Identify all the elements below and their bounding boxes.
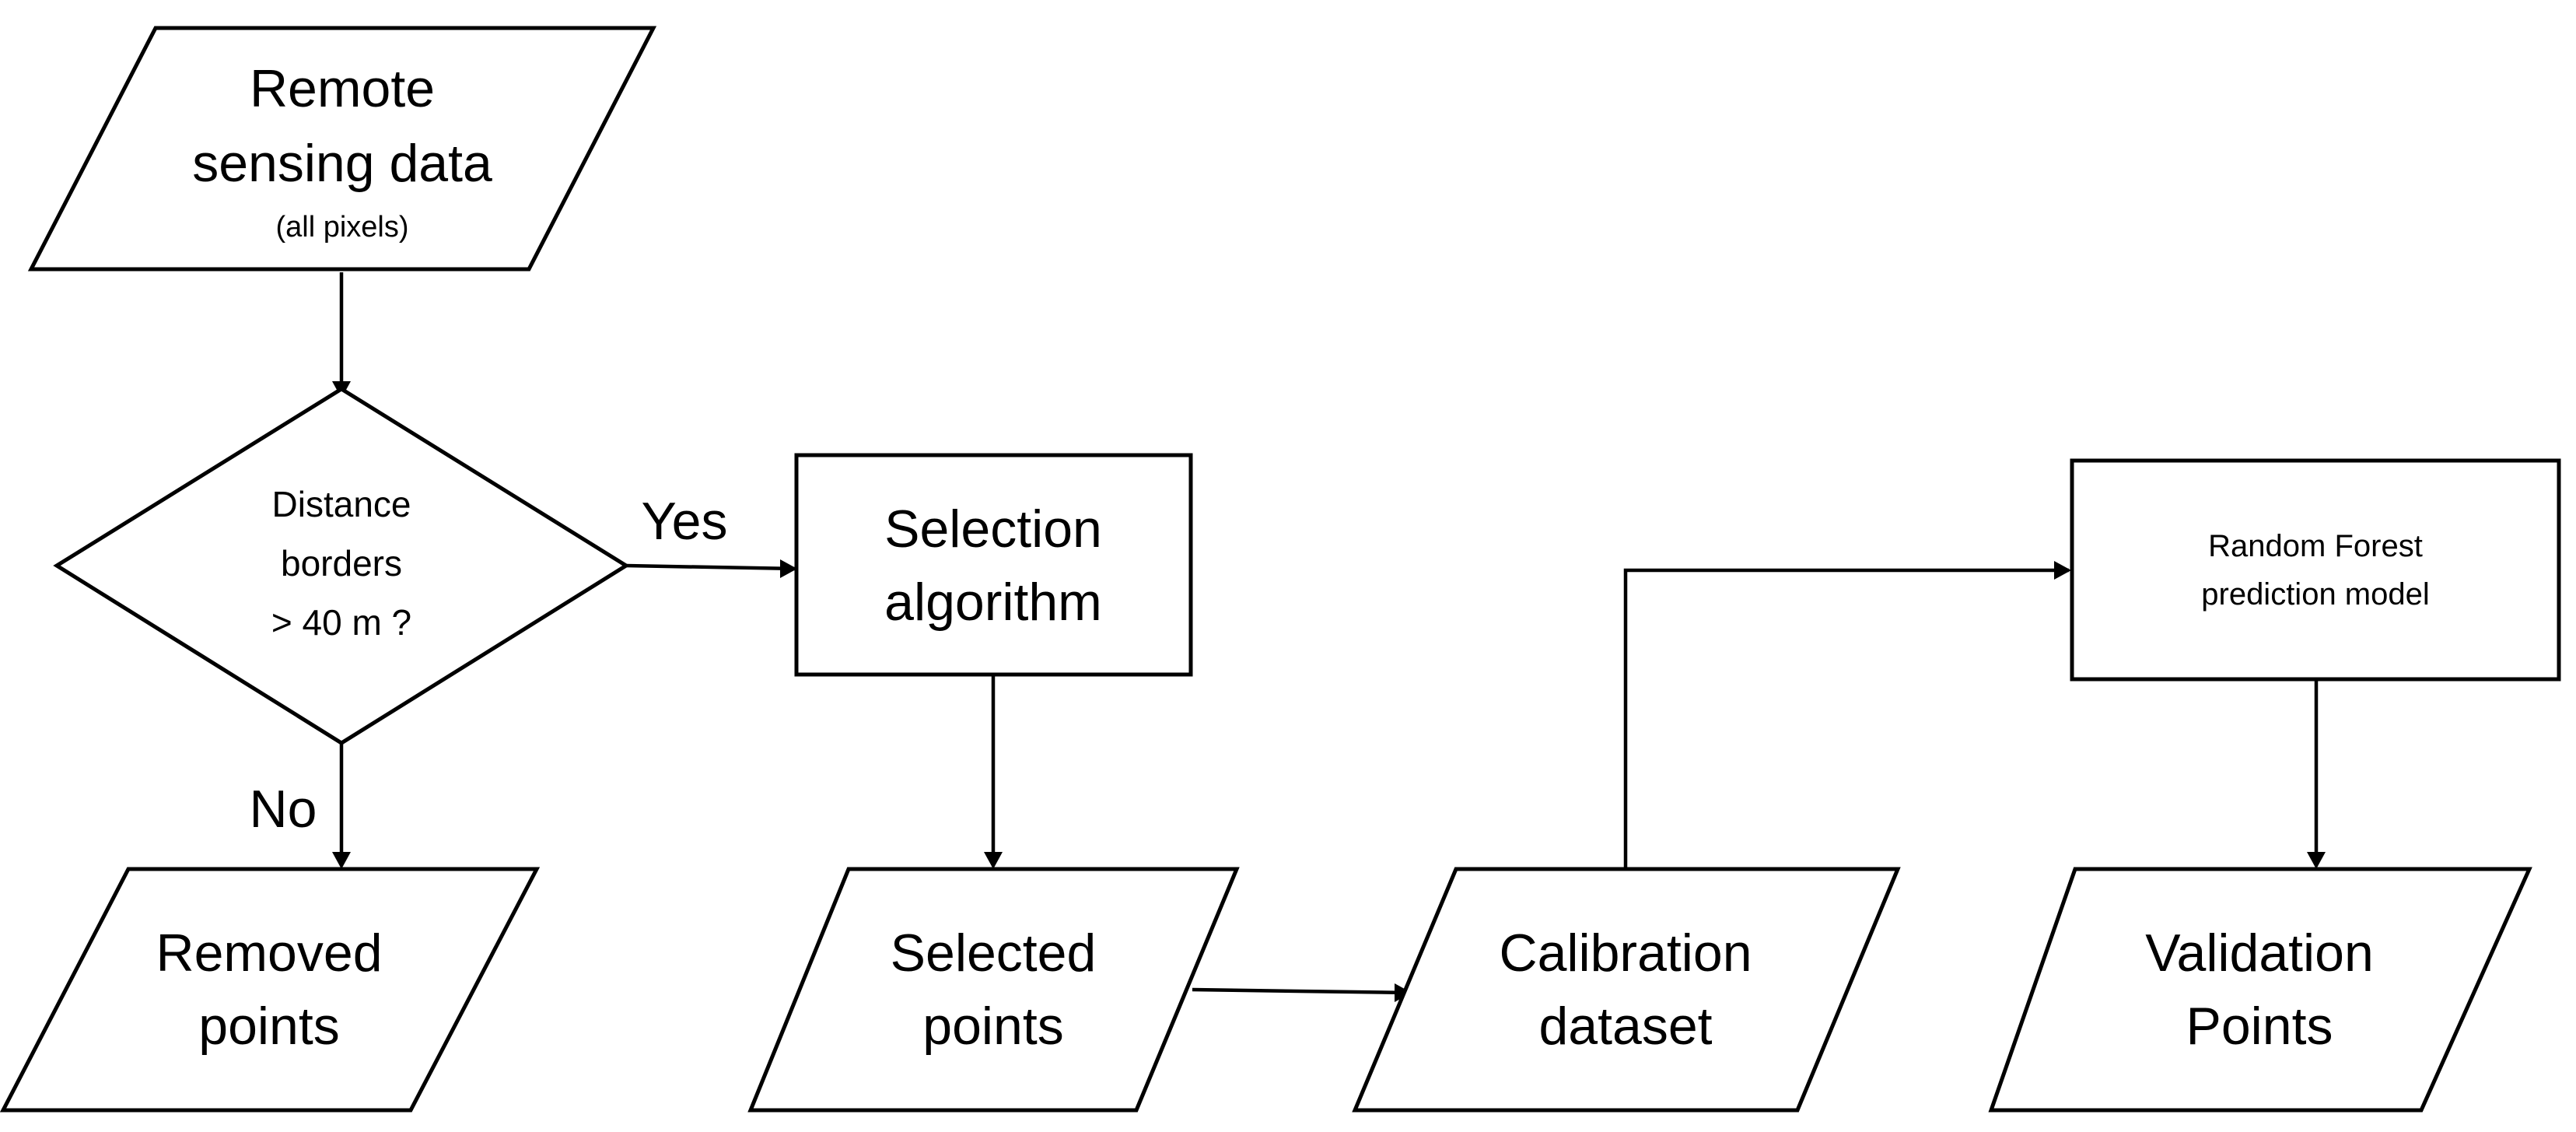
yes-label: Yes [642,492,728,551]
arrowhead [780,559,797,578]
arrowhead [332,852,351,869]
arrowhead [984,852,1003,869]
validation-line2: Points [2186,997,2333,1056]
node-selection-algorithm: Selection algorithm [794,453,1193,677]
node-random-forest: Random Forest prediction model [2070,458,2561,682]
node-distance-decision: Distance borders > 40 m ? [53,387,630,745]
edge-calibration-to-randomforest [1623,568,2069,869]
edge-decision-to-selection [625,563,796,571]
node-remote-sensing: Remote sensing data (all pixels) [27,26,657,272]
selection-line1: Selection [884,499,1102,559]
calibration-line1: Calibration [1499,923,1752,983]
no-label: No [250,780,317,839]
remote-sensing-line1: Remote [250,59,435,118]
calibration-line2: dataset [1538,997,1712,1056]
selected-line1: Selected [891,923,1097,983]
decision-line3: > 40 m ? [271,602,411,643]
decision-line1: Distance [272,484,411,524]
decision-line2: borders [281,543,402,584]
edge-selected-to-calibration [1192,987,1410,995]
selected-line2: points [922,997,1063,1056]
selection-line2: algorithm [884,573,1102,632]
remote-sensing-line3: (all pixels) [275,211,408,244]
node-removed-points: Removed points [0,867,541,1113]
remote-sensing-line2: sensing data [192,134,492,193]
removed-line2: points [198,997,339,1056]
arrowhead [2307,852,2326,869]
node-calibration-dataset: Calibration dataset [1352,867,1901,1113]
arrowhead [2054,561,2071,580]
random-forest-line2: prediction model [2201,577,2430,612]
random-forest-line1: Random Forest [2208,529,2423,563]
removed-line1: Removed [156,923,382,983]
node-selected-points: Selected points [747,867,1240,1113]
node-validation-points: Validation Points [1988,867,2532,1113]
validation-line1: Validation [2145,923,2374,983]
